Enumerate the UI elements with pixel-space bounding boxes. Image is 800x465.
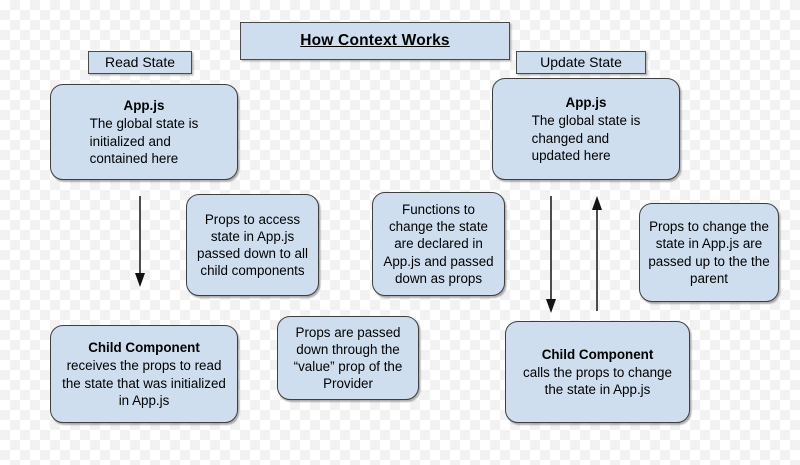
label-update-state: Update State xyxy=(516,51,646,74)
label-update-state-text: Update State xyxy=(540,53,622,70)
node-props-change-up: Props to change the state in App.js are … xyxy=(639,203,779,302)
node-functions-change-state: Functions to change the state are declar… xyxy=(372,192,505,296)
node-app-js-update: App.js The global state is changed and u… xyxy=(492,78,680,180)
node-functions-change-state-text: Functions to change the state are declar… xyxy=(383,202,494,286)
node-app-js-read: App.js The global state is initialized a… xyxy=(50,84,238,180)
node-child-component-update: Child Component calls the props to chang… xyxy=(505,321,690,423)
node-app-js-read-heading: App.js xyxy=(123,98,165,114)
node-app-js-update-content: App.js The global state is changed and u… xyxy=(532,94,641,164)
node-props-access-state-text: Props to access state in App.js passed d… xyxy=(197,211,308,279)
node-provider-value-text: Props are passed down through the “value… xyxy=(293,324,403,392)
node-child-component-update-heading: Child Component xyxy=(541,346,654,362)
node-app-js-update-line1: The global state is xyxy=(531,113,641,129)
node-child-component-read-heading: Child Component xyxy=(88,340,200,356)
arrow-right-up xyxy=(588,196,606,311)
arrow-right-down xyxy=(542,196,560,314)
node-provider-value: Props are passed down through the “value… xyxy=(277,316,419,400)
node-props-change-up-text: Props to change the state in App.js are … xyxy=(648,219,770,286)
arrow-left-down xyxy=(131,196,149,288)
node-props-access-state: Props to access state in App.js passed d… xyxy=(186,194,319,296)
node-app-js-update-heading: App.js xyxy=(565,95,607,111)
node-child-component-update-body: calls the props to change the state in A… xyxy=(523,364,672,398)
node-app-js-read-content: App.js The global state is initialized a… xyxy=(90,97,199,167)
node-child-component-read: Child Component receives the props to re… xyxy=(50,325,238,423)
node-app-js-read-line1: The global state is xyxy=(89,116,199,132)
page-title: How Context Works xyxy=(300,32,450,50)
node-app-js-read-line2: initialized and xyxy=(89,133,171,149)
label-read-state-text: Read State xyxy=(104,53,176,70)
node-app-js-update-line2: changed and xyxy=(531,130,610,146)
node-app-js-update-line3: updated here xyxy=(531,147,611,163)
diagram-title-box: How Context Works xyxy=(240,22,510,60)
node-child-component-read-body: receives the props to read the state tha… xyxy=(62,358,226,408)
node-app-js-read-line3: contained here xyxy=(89,150,179,166)
label-read-state: Read State xyxy=(88,51,192,74)
